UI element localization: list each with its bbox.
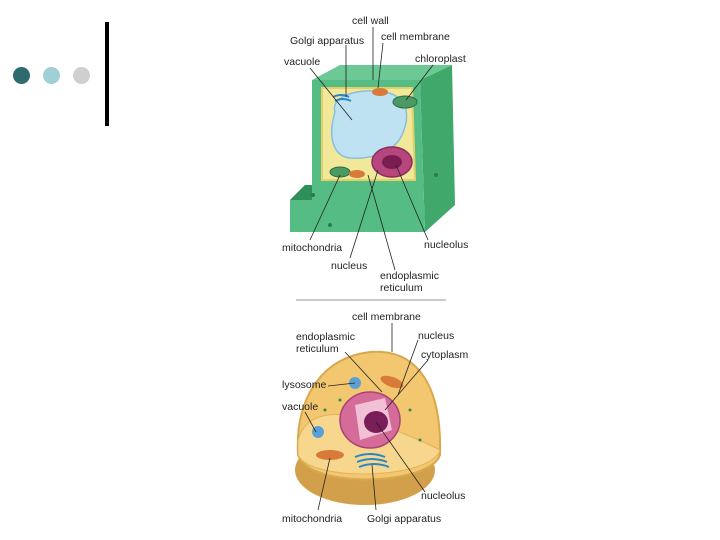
animal-label-nucleus: nucleus: [418, 330, 454, 342]
animal-label-nucleolus: nucleolus: [421, 490, 465, 502]
plant-label-chloroplast: chloroplast: [415, 53, 466, 65]
animal-label-er-line1: endoplasmic: [296, 331, 355, 343]
animal-label-vacuole: vacuole: [282, 401, 318, 413]
plant-label-golgi: Golgi apparatus: [290, 35, 364, 47]
animal-label-mitochondria: mitochondria: [282, 513, 342, 525]
animal-label-er-line2: reticulum: [296, 343, 339, 355]
plant-label-cell-wall: cell wall: [352, 15, 389, 27]
plant-label-vacuole: vacuole: [284, 56, 320, 68]
plant-label-mitochondria: mitochondria: [282, 242, 342, 254]
plant-label-cell-membrane: cell membrane: [381, 31, 450, 43]
animal-label-lysosome: lysosome: [282, 379, 327, 391]
animal-label-golgi: Golgi apparatus: [367, 513, 441, 525]
animal-label-cell-membrane: cell membrane: [352, 311, 421, 323]
plant-cell-illustration: [290, 65, 455, 232]
plant-label-er-line2: reticulum: [380, 282, 423, 294]
plant-label-er-line1: endoplasmic: [380, 270, 439, 282]
animal-label-cytoplasm: cytoplasm: [421, 349, 469, 361]
plant-label-nucleus: nucleus: [331, 260, 367, 272]
plant-label-nucleolus: nucleolus: [424, 239, 468, 251]
